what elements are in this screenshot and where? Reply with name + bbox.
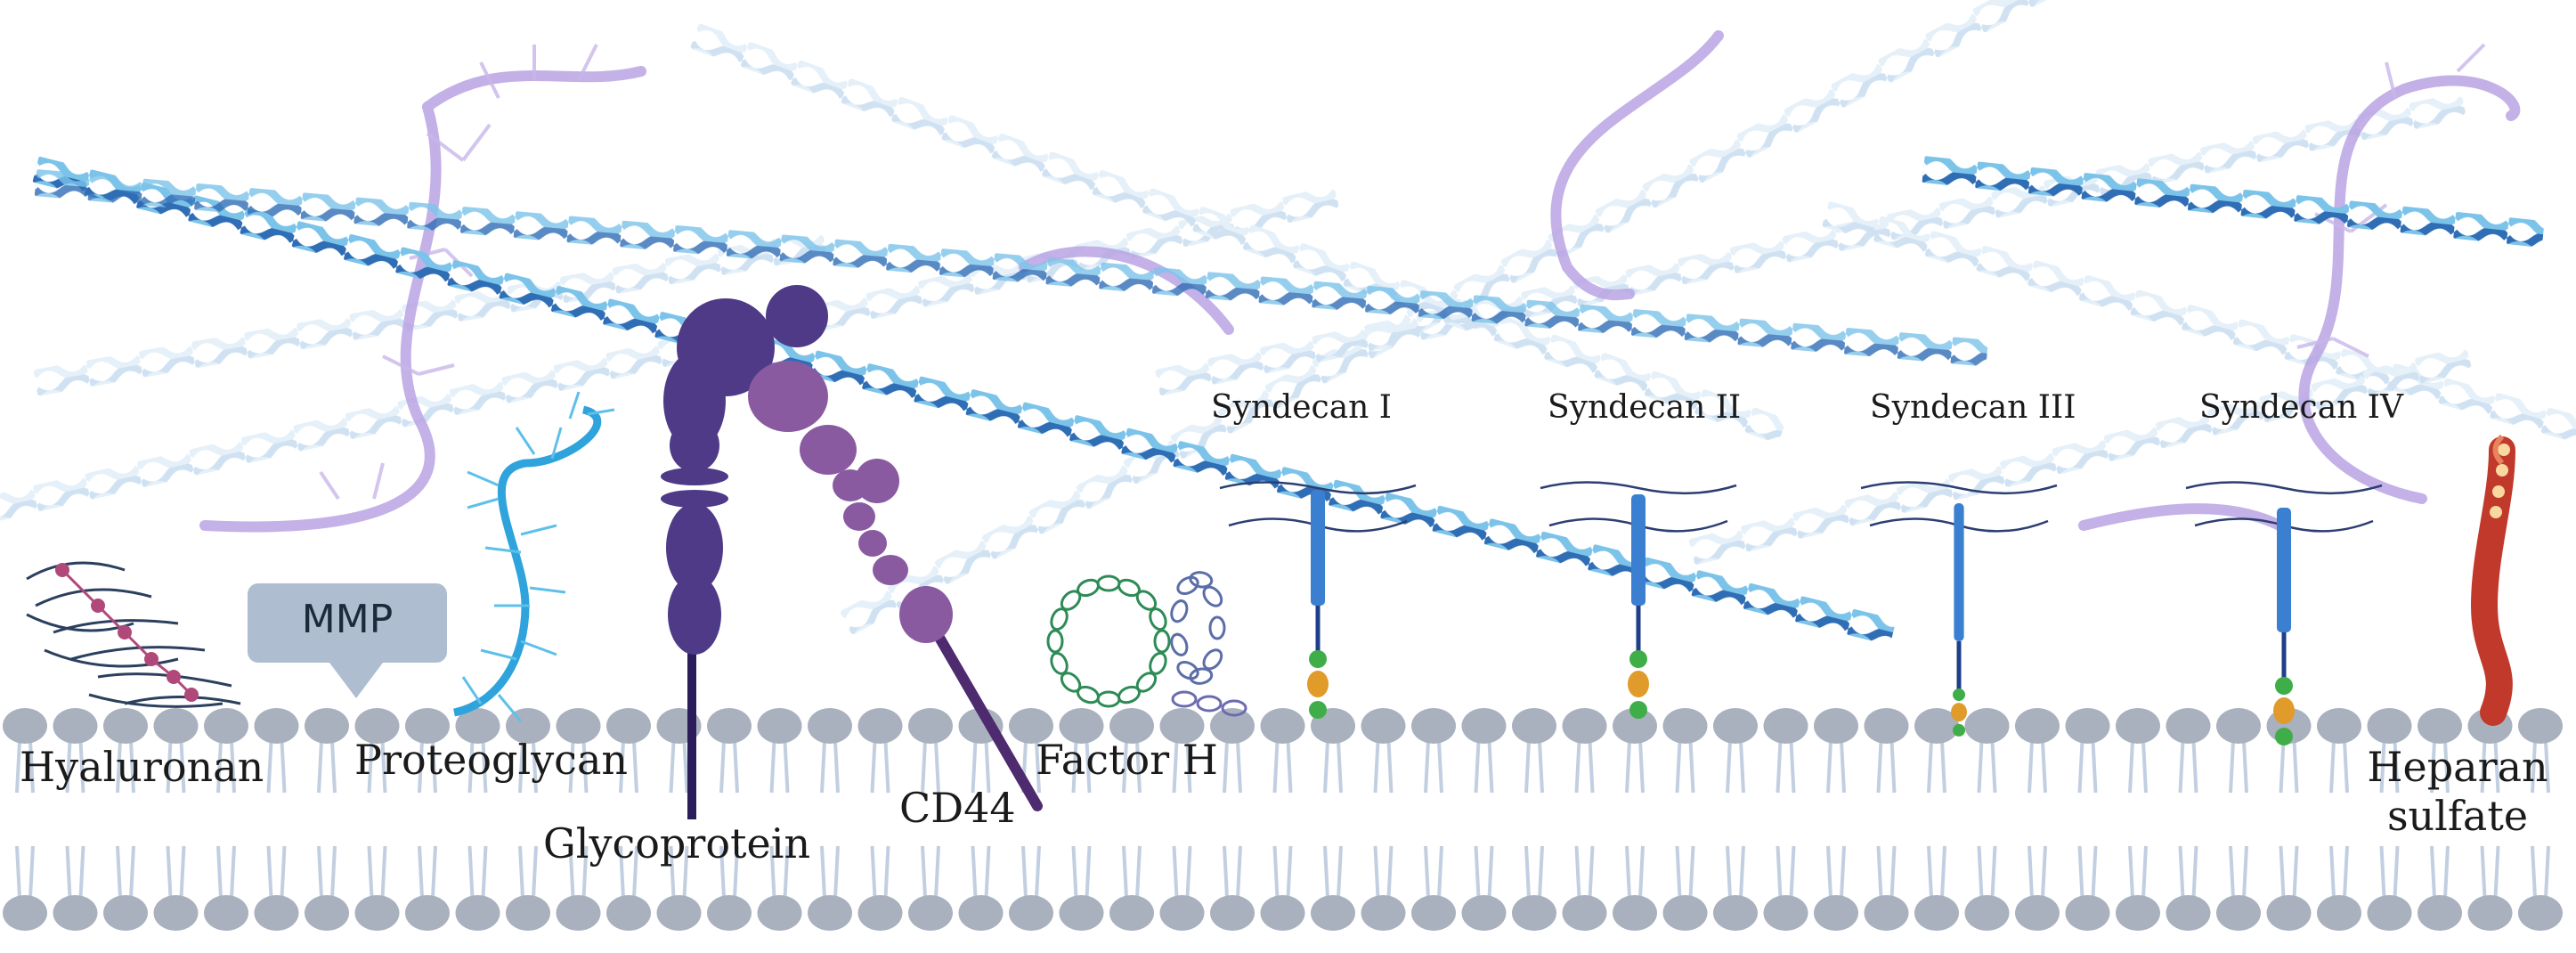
syndecan-2-label: Syndecan II [1548,389,1742,426]
heparan-sulfate-label: Heparan sulfate [2351,743,2564,841]
mmp-callout [248,583,447,698]
syndecan-1-label: Syndecan I [1211,389,1393,426]
collagen-fiber-right [1922,156,2545,248]
cd44-label: CD44 [899,784,1016,832]
proteoglycan [452,391,615,722]
factor-h-label: Factor H [1036,736,1218,784]
syndecan-4-label: Syndecan IV [2199,389,2404,426]
proteoglycan-label: Proteoglycan [354,736,628,784]
collagen-fibers [32,156,2545,646]
heparan-sulfate-chain [2470,434,2515,726]
lipid-bilayer [3,708,2563,931]
background-collagen-fibers [0,0,2576,636]
collagen-fiber-main [32,156,1897,646]
mmp-label: MMP [301,597,394,642]
cd44-receptor [748,361,1043,811]
heparan-label-line2: sulfate [2386,792,2529,841]
factor-h-chain [1046,571,1247,717]
syndecan-3-label: Syndecan III [1870,389,2076,426]
heparan-label-line1: Heparan [2367,743,2548,791]
hyaluronan-label: Hyaluronan [20,743,264,791]
glycoprotein-label: Glycoprotein [543,819,811,867]
glycoprotein [661,285,828,819]
hyaluronan-chain [26,561,241,708]
syndecans [1219,481,2383,745]
